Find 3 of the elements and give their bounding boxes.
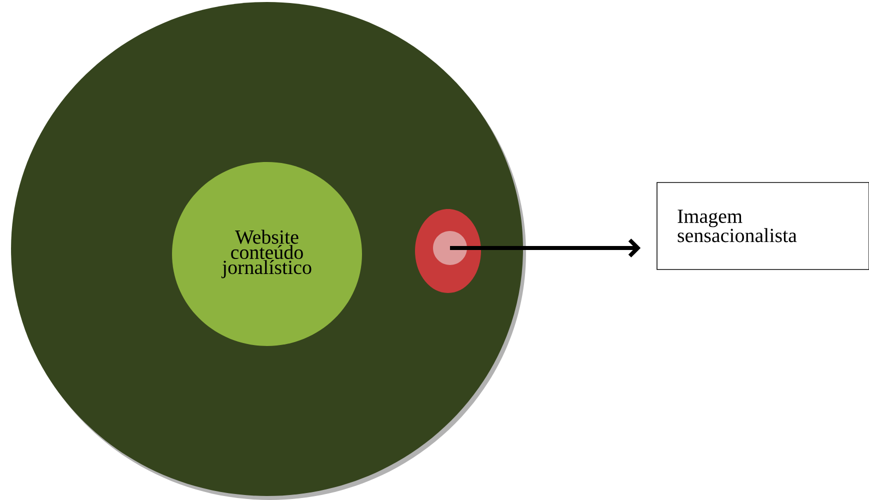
text-box: Imagem sensacionalista bbox=[656, 182, 869, 270]
arrow bbox=[450, 238, 641, 258]
target-center bbox=[433, 231, 467, 265]
